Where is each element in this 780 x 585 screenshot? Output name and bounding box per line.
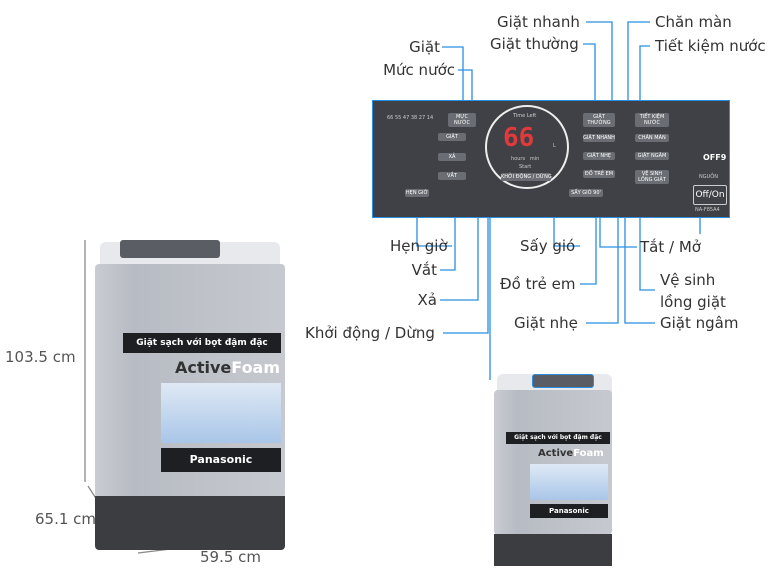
washing-machine-large: Giặt sạch với bọt đậm đặc ActiveFoam Pan…: [95, 238, 295, 558]
label-baby: Đồ trẻ em: [500, 275, 576, 293]
hours-min-label: hours min: [511, 156, 540, 162]
soak-button[interactable]: GIẶT NGÂM: [635, 152, 669, 160]
rinse-button[interactable]: XẢ: [438, 153, 466, 161]
washing-machine-small: Giặt sạch với bọt đậm đặc ActiveFoam Pan…: [492, 372, 617, 572]
off9-logo: OFF9: [703, 153, 727, 162]
wash-button[interactable]: GIẶT: [438, 133, 466, 141]
height-dimension: 103.5 cm: [5, 348, 76, 366]
blanket-button[interactable]: CHĂN MÀN: [635, 134, 669, 142]
timer-button[interactable]: HẸN GIỜ: [405, 189, 429, 197]
label-delicate: Giặt nhẹ: [514, 314, 578, 332]
normal-wash-button[interactable]: GIẶT THƯỜNG: [583, 113, 615, 127]
model-label: NA-F85A4: [695, 207, 720, 213]
label-speedy: Giặt nhanh: [497, 13, 580, 31]
baby-care-button[interactable]: ĐỒ TRẺ EM: [583, 170, 615, 178]
air-dry-button[interactable]: SẤY GIÓ 90': [569, 189, 603, 197]
label-start-pause: Khởi động / Dừng: [305, 324, 435, 342]
depth-dimension: 65.1 cm: [35, 510, 97, 528]
control-panel: 66 55 47 38 27 14 MỰC NƯỚC GIẶT XẢ VẮT H…: [372, 100, 730, 218]
tub-hygiene-button[interactable]: VỆ SINH LỒNG GIẶT: [635, 170, 669, 184]
unit-label: L: [553, 143, 556, 149]
active-foam-logo-small: ActiveFoam: [538, 448, 604, 459]
label-normal: Giặt thường: [490, 35, 579, 53]
label-water-level: Mức nước: [383, 61, 455, 79]
label-soak: Giặt ngâm: [660, 314, 739, 332]
label-tub-hygiene-2: lồng giặt: [660, 293, 726, 311]
time-display: 66: [503, 123, 535, 153]
label-timer: Hẹn giờ: [390, 237, 448, 255]
slogan-band: Giặt sạch với bọt đậm đặc: [123, 333, 281, 353]
label-power: Tắt / Mở: [640, 238, 701, 256]
width-dimension: 59.5 cm: [200, 548, 262, 566]
display-dial: [485, 105, 569, 189]
label-blanket: Chăn màn: [655, 13, 732, 31]
active-foam-logo: ActiveFoam: [175, 358, 281, 377]
label-tub-hygiene-1: Vệ sinh: [660, 271, 716, 289]
water-level-button[interactable]: MỰC NƯỚC: [448, 113, 476, 127]
slogan-band-small: Giặt sạch với bọt đậm đặc: [506, 432, 610, 444]
time-left-label: Time Left: [513, 113, 537, 119]
speedy-wash-button[interactable]: GIẶT NHANH: [583, 134, 615, 142]
spin-button[interactable]: VẮT: [438, 172, 466, 180]
power-label: NGUỒN: [699, 174, 718, 180]
start-pause-button[interactable]: KHỞI ĐỘNG / DỪNG: [501, 173, 552, 181]
label-wash: Giặt: [409, 38, 440, 56]
start-label: Start: [519, 164, 532, 170]
brand-band-small: Panasonic: [530, 504, 608, 518]
power-button[interactable]: Off/On: [693, 185, 727, 205]
label-air-dry: Sấy gió: [520, 237, 576, 255]
water-level-scale: 66 55 47 38 27 14: [387, 115, 434, 121]
delicate-wash-button[interactable]: GIẶT NHẸ: [583, 152, 615, 160]
brand-band: Panasonic: [161, 448, 281, 472]
label-spin: Vắt: [411, 261, 437, 279]
label-water-save: Tiết kiệm nước: [655, 37, 766, 55]
water-save-button[interactable]: TIẾT KIỆM NƯỚC: [635, 113, 669, 127]
label-rinse: Xả: [417, 291, 437, 309]
